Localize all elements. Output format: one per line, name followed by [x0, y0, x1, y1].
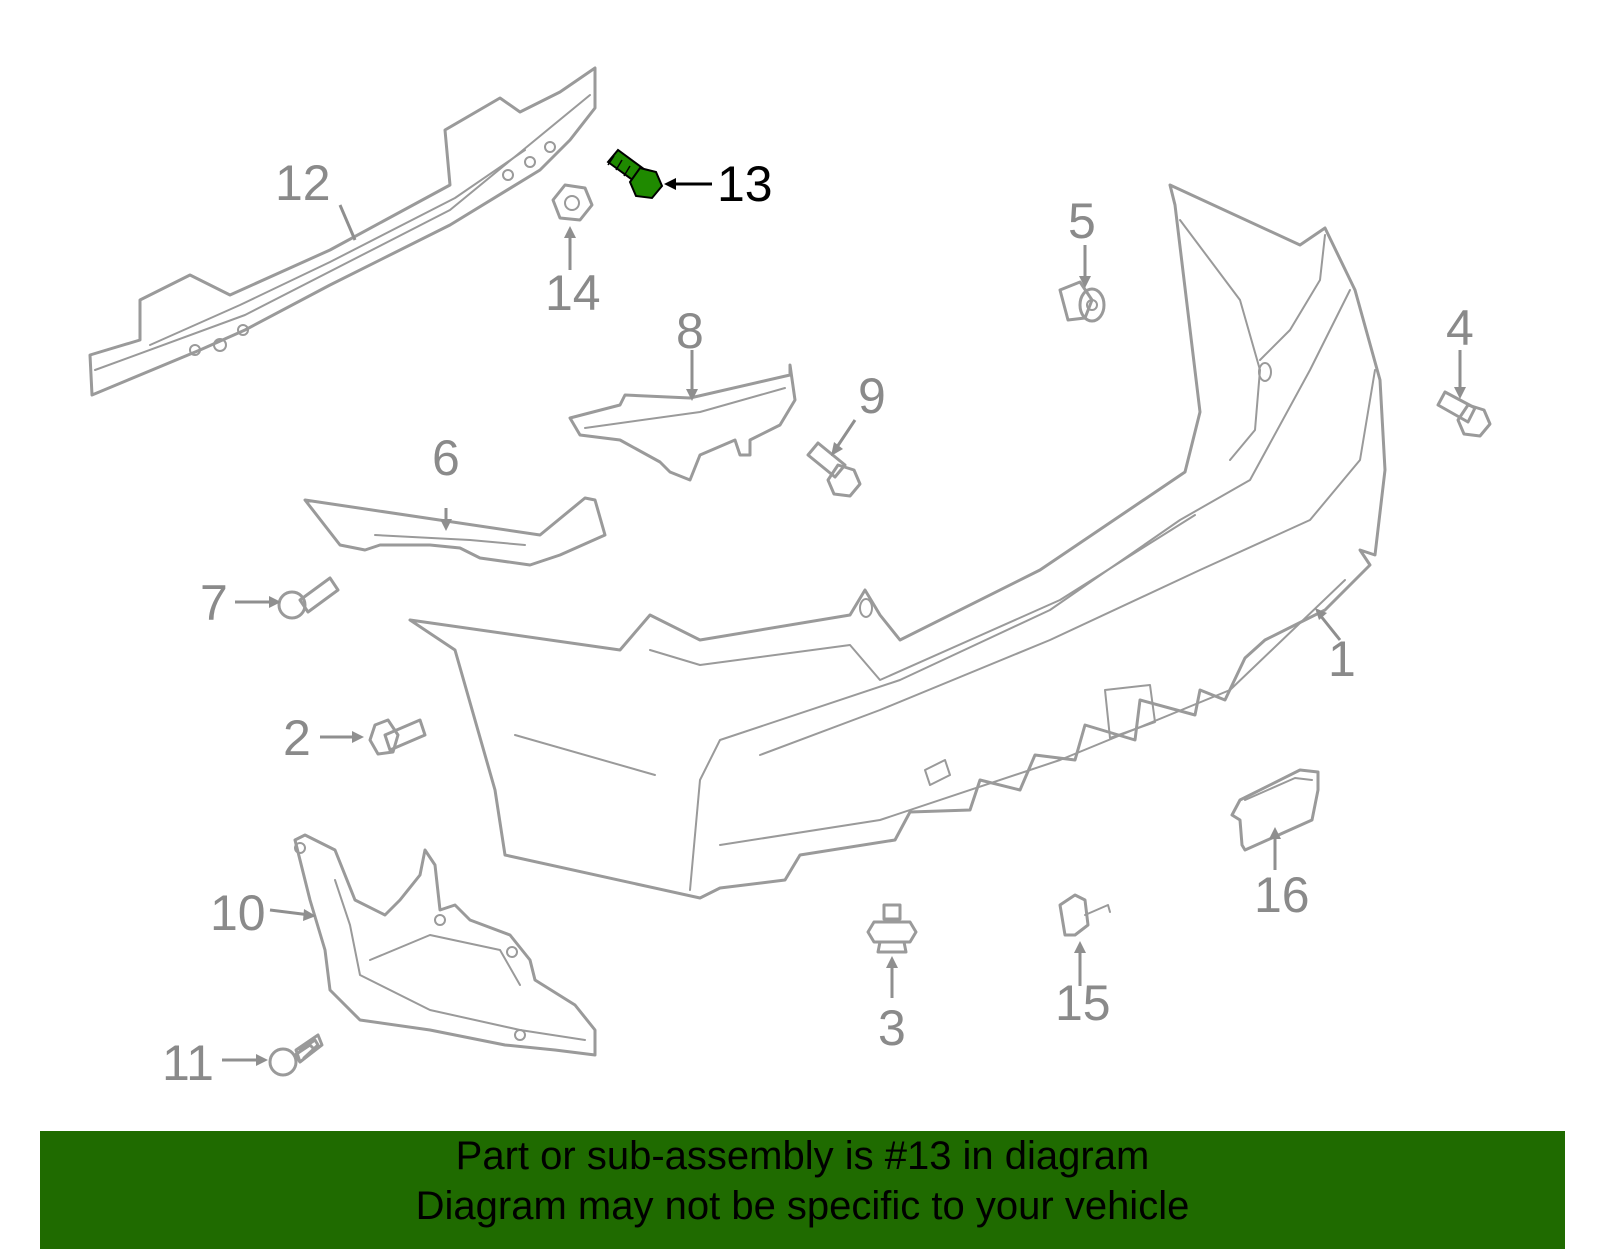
info-banner: Part or sub-assembly is #13 in diagram D…: [40, 1131, 1565, 1249]
part-5-clip[interactable]: [1058, 280, 1106, 323]
callout-10: 10: [210, 885, 266, 941]
part-1-bumper-cover[interactable]: [408, 183, 1387, 900]
callout-4: 4: [1446, 300, 1474, 356]
part-15-connector[interactable]: [1058, 893, 1111, 937]
callout-5: 5: [1068, 193, 1096, 249]
callout-2: 2: [283, 710, 311, 766]
callout-9: 9: [858, 368, 886, 424]
callout-15: 15: [1055, 975, 1111, 1031]
part-6-garnish[interactable]: [303, 496, 607, 567]
part-2-clip[interactable]: [368, 718, 427, 756]
part-14-nut[interactable]: [551, 183, 594, 222]
part-3-clip[interactable]: [866, 903, 918, 954]
callout-16: 16: [1254, 867, 1310, 923]
part-8-bracket[interactable]: [568, 363, 797, 482]
part-11-screw[interactable]: [268, 1033, 324, 1077]
part-12-reinforcement-beam[interactable]: [88, 66, 597, 397]
callout-8: 8: [676, 303, 704, 359]
callout-3: 3: [878, 1000, 906, 1056]
part-7-screw[interactable]: [277, 576, 340, 620]
callout-7: 7: [200, 575, 228, 631]
banner-line-2: Diagram may not be specific to your vehi…: [415, 1184, 1190, 1228]
part-10-shield[interactable]: [293, 833, 597, 1057]
callout-14: 14: [545, 265, 601, 321]
callout-1: 1: [1328, 631, 1356, 687]
banner-line-1: Part or sub-assembly is #13 in diagram: [455, 1134, 1150, 1178]
callout-12: 12: [275, 155, 331, 211]
part-4-bolt[interactable]: [1436, 390, 1492, 438]
part-9-bolt[interactable]: [806, 441, 862, 498]
callout-13: 13: [717, 156, 773, 212]
callout-6: 6: [432, 430, 460, 486]
callout-11: 11: [162, 1035, 214, 1091]
part-13-bolt-highlighted[interactable]: [606, 148, 664, 200]
